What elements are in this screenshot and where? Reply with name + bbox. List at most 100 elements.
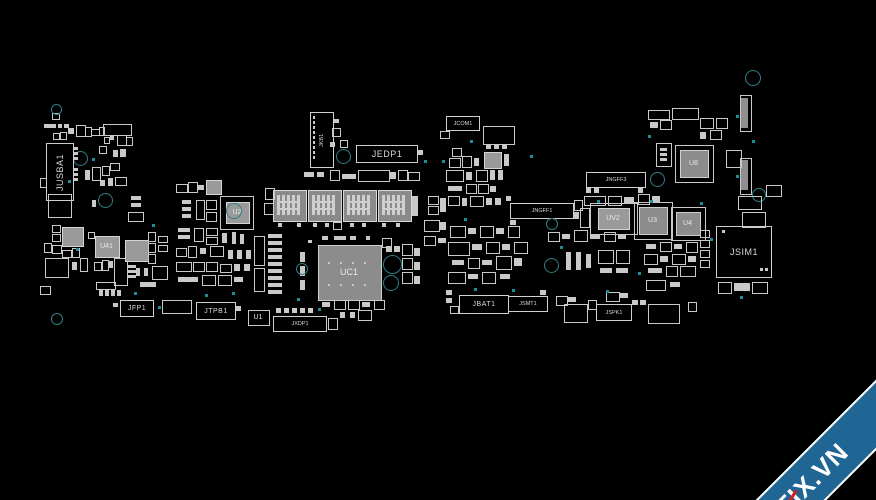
pad-outline bbox=[686, 242, 698, 253]
chip-outline-uv2 bbox=[590, 203, 638, 235]
pad-outline bbox=[448, 242, 470, 256]
pad-outline bbox=[104, 137, 110, 144]
connector-jtpb1[interactable]: JTPB1 bbox=[196, 302, 236, 320]
dram-chip[interactable] bbox=[343, 190, 377, 222]
pad bbox=[182, 200, 191, 204]
edge-outline bbox=[740, 95, 752, 132]
chip-u3[interactable] bbox=[639, 207, 668, 235]
pad bbox=[394, 246, 400, 252]
chip-u4[interactable] bbox=[676, 212, 701, 236]
pad bbox=[178, 277, 198, 282]
chip-label-u4: U4 bbox=[683, 219, 692, 227]
chip-outline-u1[interactable] bbox=[248, 310, 270, 326]
pad bbox=[418, 150, 423, 155]
pad-outline bbox=[574, 230, 588, 242]
pad bbox=[313, 151, 315, 154]
pad bbox=[618, 234, 626, 239]
pad-outline bbox=[752, 282, 768, 294]
chip-u41[interactable] bbox=[95, 236, 120, 258]
connector-jfp1[interactable]: JFP1 bbox=[120, 300, 154, 317]
pad-outline bbox=[44, 243, 52, 253]
connector-label: JSPK1 bbox=[605, 309, 623, 316]
test-point bbox=[560, 246, 563, 249]
mount-hole bbox=[226, 203, 242, 219]
pad-outline bbox=[402, 258, 413, 270]
chip-u8[interactable] bbox=[680, 150, 709, 178]
test-point bbox=[152, 224, 155, 227]
chip[interactable] bbox=[62, 227, 84, 247]
chip-uc1-body[interactable] bbox=[318, 245, 382, 301]
pad-outline bbox=[700, 230, 710, 238]
mount-hole bbox=[546, 218, 558, 230]
pad bbox=[131, 203, 141, 207]
pad bbox=[440, 222, 446, 230]
pad bbox=[236, 306, 241, 311]
connector-label: JTPB1 bbox=[204, 307, 228, 315]
pad-outline bbox=[102, 260, 109, 271]
connector-label: JEDP1 bbox=[371, 149, 403, 159]
chip[interactable] bbox=[206, 180, 222, 195]
connector-label: JXDP1 bbox=[291, 321, 309, 327]
connector-jsmt1[interactable]: JSMT1 bbox=[508, 296, 548, 312]
pad bbox=[452, 260, 464, 265]
dram-chip[interactable] bbox=[378, 190, 412, 222]
test-point bbox=[650, 200, 653, 203]
test-point bbox=[442, 160, 445, 163]
chip[interactable] bbox=[484, 152, 502, 169]
test-point bbox=[736, 115, 739, 118]
pad bbox=[496, 228, 504, 234]
connector-jusba1[interactable]: JUSBA1 bbox=[46, 143, 74, 201]
pad bbox=[468, 228, 476, 234]
pad bbox=[466, 172, 472, 180]
pad bbox=[670, 282, 680, 287]
connector-jbat1[interactable]: JBAT1 bbox=[459, 295, 509, 314]
pad-outline bbox=[332, 128, 341, 137]
pad bbox=[540, 290, 546, 295]
edge-outline bbox=[740, 158, 752, 195]
pad-outline bbox=[450, 306, 459, 314]
pad bbox=[74, 168, 78, 171]
pad-outline bbox=[726, 150, 742, 168]
pad bbox=[765, 268, 768, 271]
pad bbox=[500, 274, 510, 279]
connector-jedp1[interactable]: JEDP1 bbox=[356, 145, 418, 163]
pad bbox=[182, 207, 191, 211]
pad-outline bbox=[452, 148, 462, 157]
chip[interactable] bbox=[125, 240, 149, 262]
connector-jsim1[interactable]: JSIM1 bbox=[716, 226, 772, 278]
pad bbox=[268, 255, 282, 259]
component-outline bbox=[45, 258, 69, 278]
chip-uv2[interactable] bbox=[598, 208, 630, 230]
pad bbox=[222, 233, 227, 243]
pad bbox=[734, 283, 750, 291]
pad bbox=[68, 128, 74, 134]
pad bbox=[268, 269, 282, 273]
component-outline bbox=[48, 194, 72, 218]
pad bbox=[131, 196, 141, 200]
connector-jngff1[interactable]: JNGFF1 bbox=[510, 203, 574, 219]
test-point bbox=[736, 175, 739, 178]
mount-hole bbox=[752, 188, 766, 202]
pad-outline bbox=[206, 237, 218, 245]
test-point bbox=[470, 140, 473, 143]
pad-outline bbox=[128, 212, 144, 222]
connector-outline bbox=[483, 126, 515, 145]
test-point bbox=[530, 155, 533, 158]
bga-ball bbox=[364, 284, 366, 286]
pad bbox=[128, 265, 136, 268]
dram-chip[interactable] bbox=[308, 190, 342, 222]
test-point bbox=[474, 288, 477, 291]
pad bbox=[366, 236, 370, 240]
connector-jxdp1[interactable]: JXDP1 bbox=[273, 316, 327, 332]
dram-chip[interactable] bbox=[273, 190, 307, 222]
pad bbox=[362, 223, 366, 227]
pad bbox=[498, 170, 503, 180]
connector-jngff3[interactable]: JNGFF3 bbox=[586, 172, 646, 188]
test-point bbox=[710, 238, 713, 241]
connector-jspk1[interactable]: JSPK1 bbox=[596, 304, 632, 321]
pad-outline bbox=[608, 196, 622, 206]
pad bbox=[586, 188, 591, 193]
connector-jcom1[interactable]: JCOM1 bbox=[446, 116, 480, 131]
pad-outline bbox=[210, 246, 224, 257]
